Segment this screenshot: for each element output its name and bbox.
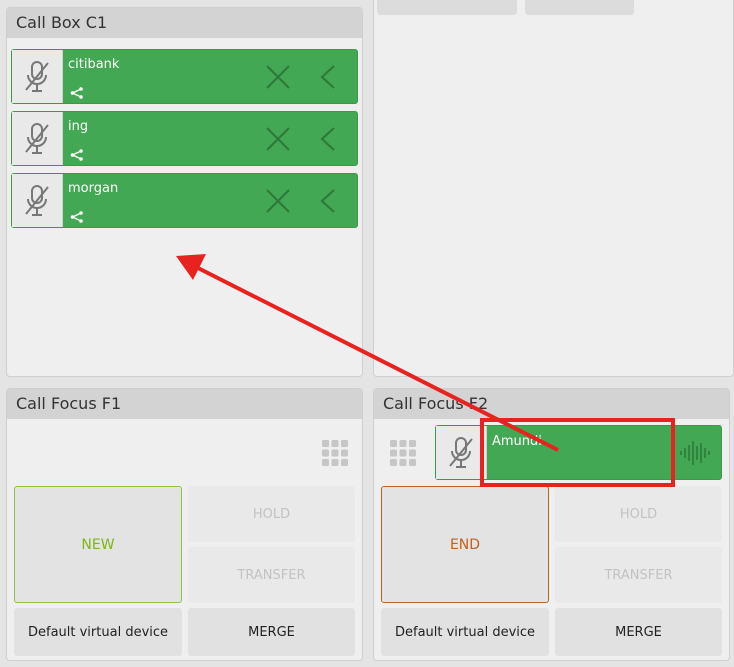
call-name: citibank [68,57,120,72]
close-icon[interactable] [265,126,291,152]
mic-off-icon [25,184,49,216]
link-icon [70,87,83,99]
chevron-left-icon[interactable] [319,64,337,90]
mic-off-icon [25,122,49,154]
mic-off-icon [449,436,473,468]
call-name: ing [68,119,89,134]
top-tab[interactable] [525,0,634,15]
transfer-button[interactable]: TRANSFER [555,547,722,603]
new-call-button[interactable]: NEW [14,486,182,603]
call-focus-f1-panel: Call Focus F1 NEW HOLD TRANSFER Default … [6,388,363,661]
keypad-icon[interactable] [321,439,349,467]
call-focus-f1-title: Call Focus F1 [7,389,362,419]
mic-off-icon [25,60,49,92]
device-selector[interactable]: Default virtual device [14,608,182,656]
audio-wave-icon [680,441,710,465]
call-row-ing[interactable]: ing [11,111,358,166]
merge-button[interactable]: MERGE [188,608,355,656]
hold-button[interactable]: HOLD [188,486,355,542]
close-icon[interactable] [265,188,291,214]
empty-call-box-panel [373,0,734,377]
call-name: morgan [68,181,119,196]
end-call-button[interactable]: END [381,486,549,603]
chevron-left-icon[interactable] [319,188,337,214]
call-row-citibank[interactable]: citibank [11,49,358,104]
mute-toggle[interactable] [12,112,63,165]
keypad-icon[interactable] [389,439,417,467]
transfer-button[interactable]: TRANSFER [188,547,355,603]
hold-button[interactable]: HOLD [555,486,722,542]
mute-toggle[interactable] [12,50,63,103]
chevron-left-icon[interactable] [319,126,337,152]
close-icon[interactable] [265,64,291,90]
link-icon [70,149,83,161]
annotation-highlight-box [480,418,675,487]
call-box-panel: Call Box C1 citibank [6,7,363,377]
device-selector[interactable]: Default virtual device [381,608,549,656]
merge-button[interactable]: MERGE [555,608,722,656]
mute-toggle[interactable] [12,174,63,227]
call-focus-f2-title: Call Focus F2 [374,389,729,419]
top-tab[interactable] [377,0,517,15]
link-icon [70,211,83,223]
call-row-morgan[interactable]: morgan [11,173,358,228]
call-box-title: Call Box C1 [7,8,362,38]
